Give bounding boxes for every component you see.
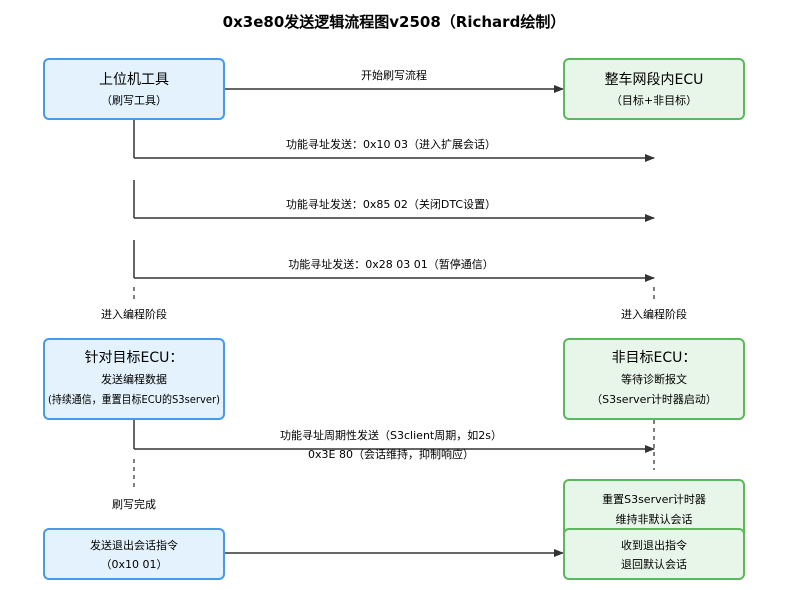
box-non-target-title: 非目标ECU： [612,350,697,366]
box-exit-cmd-line2: （0x10 01） [101,558,168,571]
box-recv-exit-line1: 收到退出指令 [621,538,687,552]
box-tool-sub: （刷写工具） [101,94,167,107]
label-msg2: 功能寻址发送：0x85 02（关闭DTC设置） [286,197,496,211]
box-recv-exit: 收到退出指令 退回默认会话 [563,528,745,580]
box-tool-title: 上位机工具 [99,72,169,88]
box-ecu-all-sub: （目标+非目标） [611,93,697,107]
box-non-target-line2: 等待诊断报文 [621,372,687,386]
arrows [134,85,655,557]
label-msg1: 功能寻址发送：0x10 03（进入扩展会话） [286,137,496,151]
box-recv-exit-line2: 退回默认会话 [621,558,687,571]
label-periodic-2: 0x3E 80（会话维持，抑制响应） [308,447,474,461]
label-periodic-1: 功能寻址周期性发送（S3client周期，如2s） [280,428,502,442]
box-target: 针对目标ECU： 发送编程数据 (持续通信，重置目标ECU的S3server) [43,338,225,420]
box-target-line3: (持续通信，重置目标ECU的S3server) [48,392,220,406]
box-target-title: 针对目标ECU： [85,350,184,366]
box-non-target: 非目标ECU： 等待诊断报文 （S3server计时器启动） [563,338,745,420]
label-start: 开始刷写流程 [361,68,427,82]
diagram-title: 0x3e80发送逻辑流程图v2508（Richard绘制） [223,13,566,31]
phase-right-program: 进入编程阶段 [621,307,687,321]
box-non-target-line3: （S3server计时器启动） [591,393,717,406]
label-msg3: 功能寻址发送：0x28 03 01（暂停通信） [288,257,494,271]
phase-flash-done: 刷写完成 [112,497,156,511]
box-reset-line1: 重置S3server计时器 [602,492,706,506]
phase-left-program: 进入编程阶段 [101,307,167,321]
box-ecu-all-title: 整车网段内ECU [605,71,704,88]
box-exit-cmd: 发送退出会话指令 （0x10 01） [43,528,225,580]
box-tool: 上位机工具 （刷写工具） [43,58,225,120]
box-target-line2: 发送编程数据 [101,372,167,386]
box-reset-line2: 维持非默认会话 [616,512,693,526]
box-ecu-all: 整车网段内ECU （目标+非目标） [563,58,745,120]
box-exit-cmd-line1: 发送退出会话指令 [90,538,178,552]
